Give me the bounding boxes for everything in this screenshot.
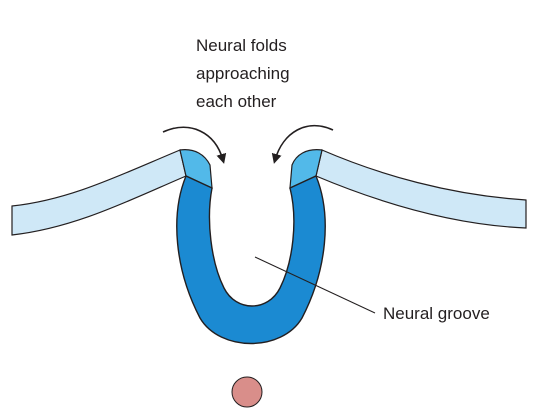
groove-label: Neural groove — [383, 304, 490, 323]
notochord-circle — [232, 377, 262, 407]
folds-label-line3: each other — [196, 92, 277, 111]
neural-plate — [177, 176, 325, 344]
folds-label-line2: approaching — [196, 64, 290, 83]
left-ectoderm — [12, 150, 186, 235]
folds-label-line1: Neural folds — [196, 36, 287, 55]
right-ectoderm — [316, 150, 526, 228]
